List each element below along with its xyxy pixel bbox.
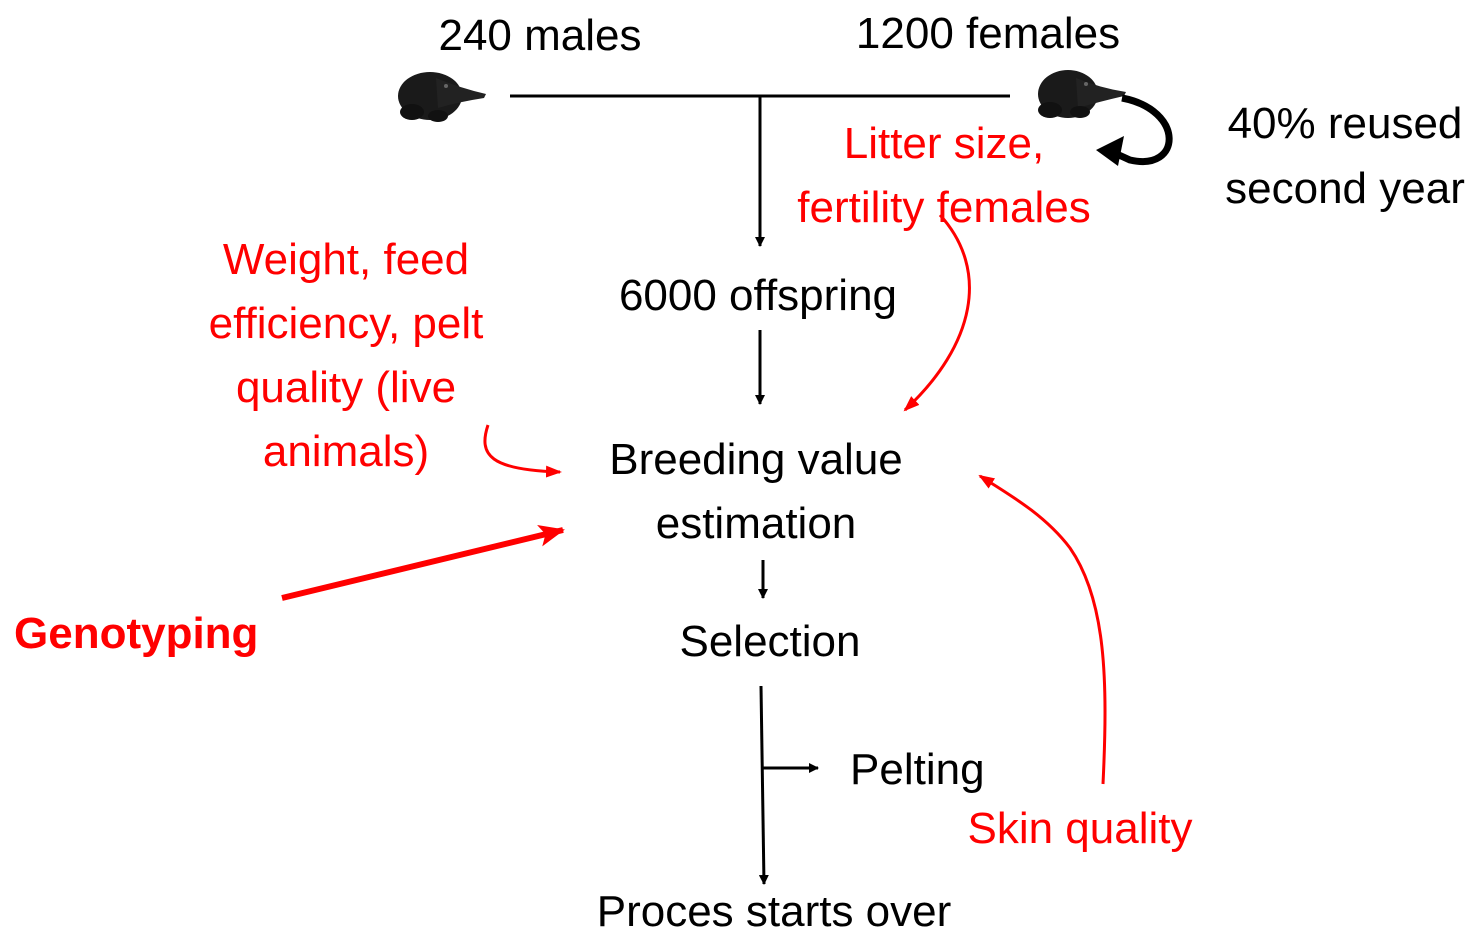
selection-label: Selection bbox=[679, 617, 860, 666]
pelting-label: Pelting bbox=[850, 745, 985, 794]
mink-icon bbox=[398, 72, 486, 122]
bve-label-line1: Breeding value bbox=[609, 435, 903, 484]
skin-quality-arrow bbox=[980, 476, 1105, 784]
weight-label-line4: animals) bbox=[263, 427, 429, 476]
weight-label-line1: Weight, feed bbox=[223, 235, 469, 284]
weight-label-line2: efficiency, pelt bbox=[209, 299, 484, 348]
males-label: 240 males bbox=[438, 11, 641, 60]
genotyping-label: Genotyping bbox=[14, 609, 258, 658]
reused-label-line2: second year bbox=[1225, 164, 1465, 213]
weight-label-line3: quality (live bbox=[236, 363, 456, 412]
females-label: 1200 females bbox=[856, 9, 1120, 58]
litter-size-label-line1: Litter size, bbox=[844, 119, 1045, 168]
offspring-label: 6000 offspring bbox=[619, 271, 897, 320]
weight-arrow bbox=[485, 425, 560, 472]
restart-label: Proces starts over bbox=[597, 887, 952, 931]
mink-icon bbox=[1038, 70, 1126, 118]
litter-size-label-line2: fertility females bbox=[797, 183, 1090, 232]
reuse-loop-arrowhead bbox=[1096, 136, 1124, 166]
litter-size-arrow bbox=[905, 215, 969, 410]
skin-quality-label: Skin quality bbox=[967, 804, 1192, 853]
arrow-to-restart bbox=[761, 686, 764, 884]
genotyping-arrow bbox=[282, 530, 563, 598]
reused-label-line1: 40% reused bbox=[1228, 99, 1463, 148]
bve-label-line2: estimation bbox=[656, 499, 857, 548]
